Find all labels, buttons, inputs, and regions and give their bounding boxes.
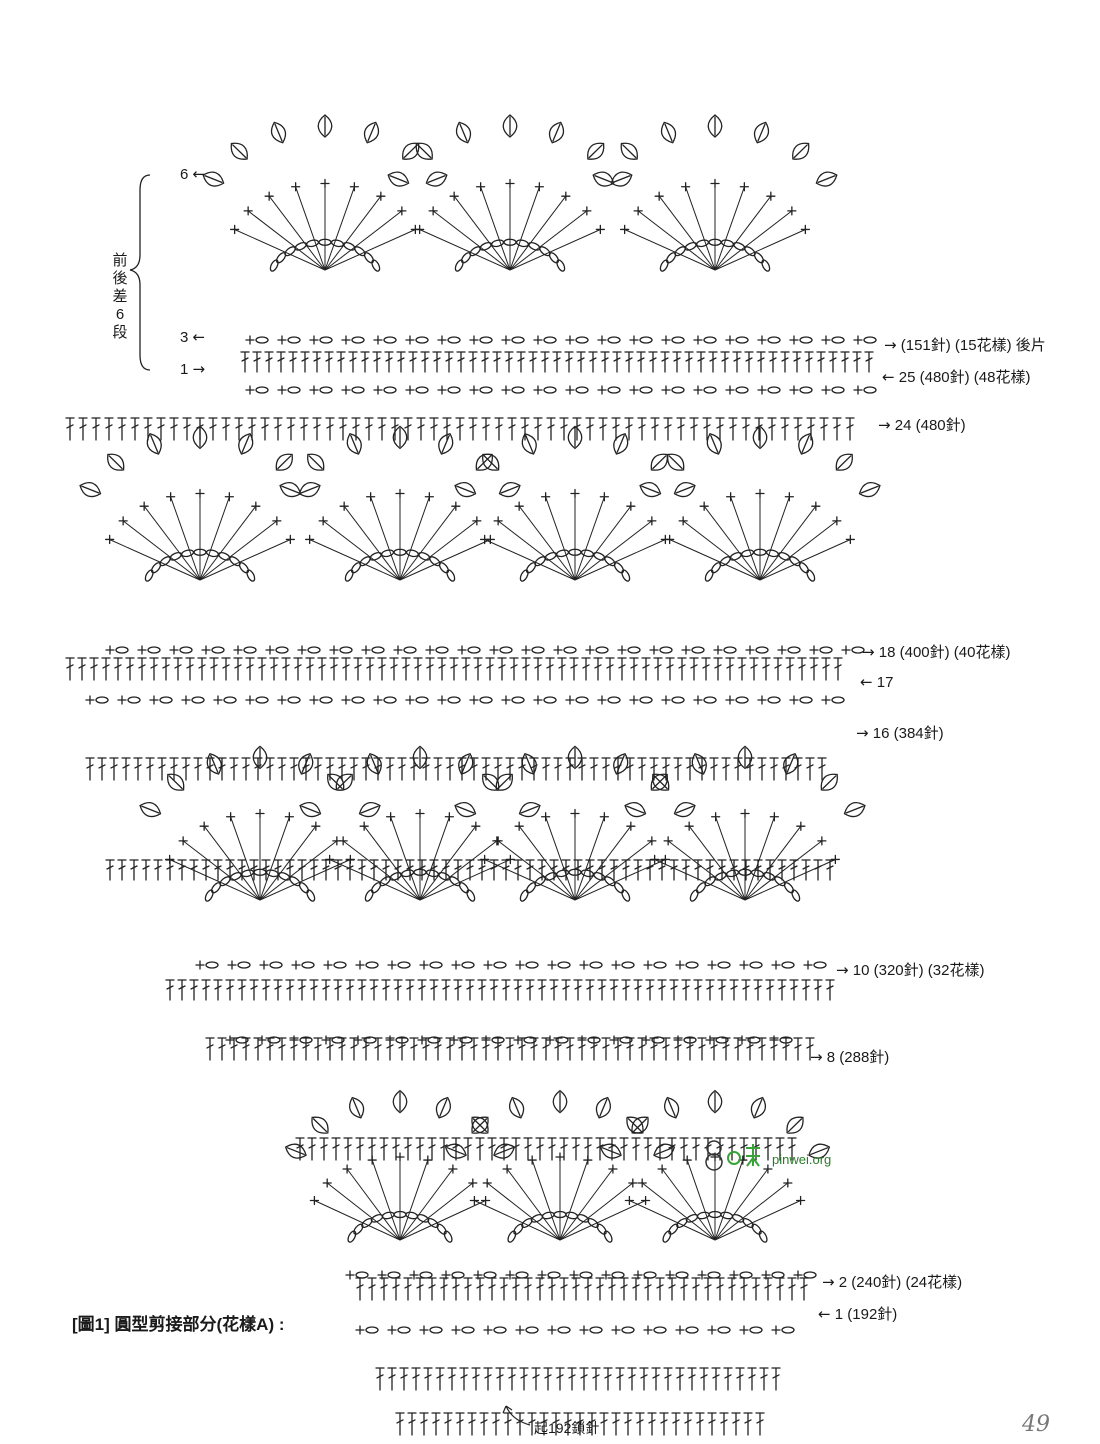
arrow-right-icon: →: [810, 1048, 823, 1066]
start-chain-note: 起192鎖針: [534, 1420, 600, 1436]
arrow-right-icon: →: [192, 360, 206, 378]
arrow-right-icon: →: [884, 336, 897, 354]
side-note-vertical: 前 後 差 6 段: [112, 252, 128, 341]
arrow-right-icon: →: [822, 1273, 835, 1291]
row-label-3: 3 ←: [180, 328, 206, 346]
arrow-left-icon: ←: [192, 165, 206, 183]
row-label-1: ← 1 (192針): [818, 1305, 898, 1323]
row-label-24: → 24 (480針): [878, 416, 966, 434]
row-label-18: → 18 (400針) (40花樣): [862, 643, 1011, 661]
arrow-left-icon: ←: [818, 1305, 831, 1323]
arrow-left-icon: ←: [860, 673, 873, 691]
arrow-left-icon: ←: [882, 368, 895, 386]
watermark-logo-icon: [700, 1136, 770, 1176]
figure-title: [圖1] 圓型剪接部分(花樣A) :: [72, 1315, 285, 1334]
arrow-right-icon: →: [836, 961, 849, 979]
arrow-left-icon: ←: [192, 328, 206, 346]
row-label-25: ← 25 (480針) (48花樣): [882, 368, 1031, 386]
row-label-16: → 16 (384針): [856, 724, 944, 742]
arrow-right-icon: →: [862, 643, 875, 661]
row-label-2: → 2 (240針) (24花樣): [822, 1273, 963, 1291]
row-label-top-count: → (151針) (15花樣) 後片: [884, 336, 1046, 354]
row-label-8: → 8 (288針): [810, 1048, 890, 1066]
row-label-17: ← 17: [860, 673, 894, 691]
row-label-10: → 10 (320針) (32花樣): [836, 961, 985, 979]
row-label-1-top: 1 →: [180, 360, 206, 378]
page-number: 49: [1022, 1412, 1050, 1437]
arrow-right-icon: →: [856, 724, 869, 742]
watermark-text: pinwei.org: [772, 1152, 832, 1167]
row-label-6: 6 ←: [180, 165, 206, 183]
arrow-right-icon: →: [878, 416, 891, 434]
